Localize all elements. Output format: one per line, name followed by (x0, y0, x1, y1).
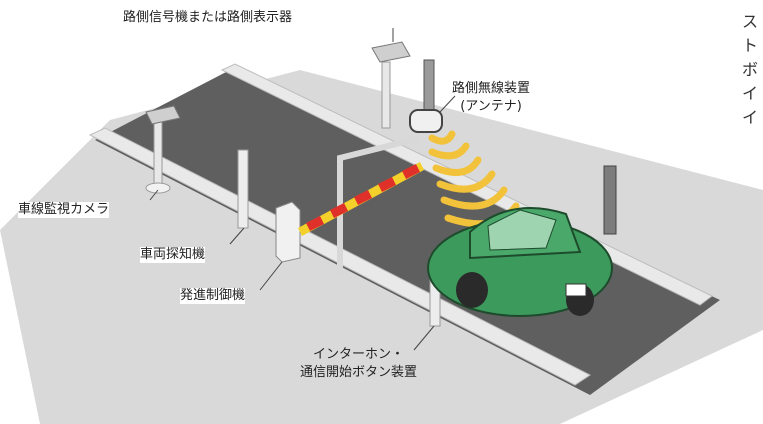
start-control-unit (275, 201, 301, 263)
gantry-arm (337, 135, 421, 275)
car-icon (427, 207, 613, 317)
vehicle-detector-post (237, 149, 249, 229)
label-intercom-line1: インターホン・ (313, 347, 405, 362)
cut-text-1: ス (742, 12, 759, 31)
cut-text-3: ボ (742, 60, 759, 79)
cut-text-4: イ (742, 84, 759, 103)
lane-camera-icon (145, 105, 181, 125)
barrier-arm (298, 162, 424, 236)
label-lane-camera: 車線監視カメラ (18, 202, 110, 218)
label-intercom-line2: 通信開始ボタン装置 (300, 365, 418, 380)
roadside-signal-head (371, 41, 411, 63)
label-roadside-radio: 路側無線装置 (アンテナ) (452, 80, 530, 116)
cut-text-5: イ (742, 108, 759, 127)
radio-waves (428, 130, 520, 228)
cut-text-2: ト (742, 36, 759, 55)
antenna-pole (423, 59, 435, 111)
label-antenna: (アンテナ) (460, 99, 522, 114)
lane-camera-pole (153, 119, 163, 187)
road-surface (95, 70, 720, 395)
label-vehicle-detector: 車両探知機 (140, 247, 206, 263)
right-post (603, 165, 617, 235)
label-intercom: インターホン・ 通信開始ボタン装置 (300, 346, 417, 382)
label-start-control: 発進制御機 (180, 288, 246, 304)
cut-text-column: ス ト ボ イ イ (742, 10, 762, 130)
lane-camera-base (145, 182, 171, 194)
antenna-icon (409, 109, 443, 133)
roadside-signal-pole (381, 61, 391, 129)
label-roadside-signal: 路側信号機または路側表示器 (123, 10, 293, 26)
label-roadside-radio-title: 路側無線装置 (452, 81, 531, 96)
leader-lines (149, 28, 456, 351)
